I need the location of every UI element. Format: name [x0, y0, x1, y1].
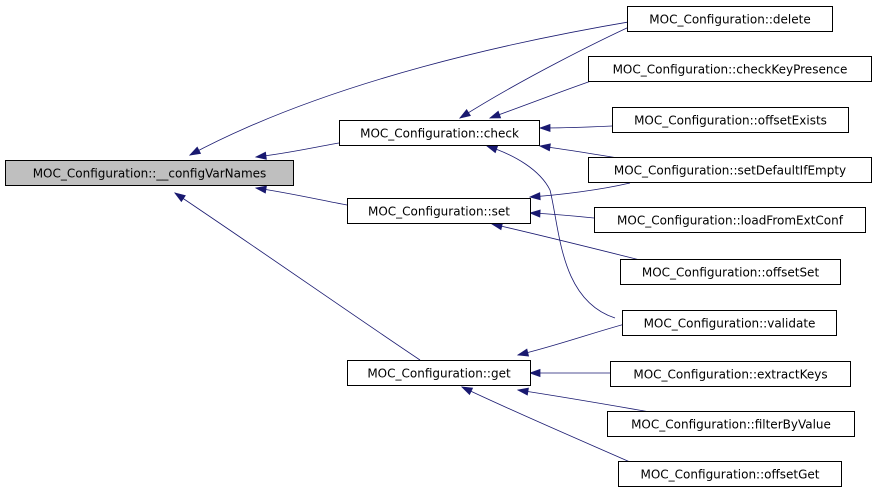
node-label: MOC_Configuration::setDefaultIfEmpty	[614, 164, 846, 178]
node-label: MOC_Configuration::set	[368, 205, 510, 219]
node-extractKeys[interactable]: MOC_Configuration::extractKeys	[610, 361, 851, 387]
node-label: MOC_Configuration::check	[360, 127, 519, 141]
edge-arrowhead	[516, 348, 530, 357]
node-box	[620, 259, 841, 285]
edge-arrowhead	[254, 151, 267, 160]
edge-arrowhead	[173, 192, 186, 203]
node-box	[347, 198, 531, 224]
node-filterByValue[interactable]: MOC_Configuration::filterByValue	[607, 411, 855, 437]
edge-delete-to-root	[188, 19, 641, 156]
edge-line	[459, 21, 641, 119]
node-label: MOC_Configuration::offsetGet	[641, 468, 820, 482]
node-get[interactable]: MOC_Configuration::get	[347, 360, 531, 386]
edge-arrowhead	[528, 368, 541, 378]
node-label: MOC_Configuration::filterByValue	[631, 418, 831, 432]
edge-arrowhead	[488, 110, 502, 119]
node-box	[594, 207, 866, 233]
node-root[interactable]: MOC_Configuration::__configVarNames	[5, 160, 294, 186]
edge-line	[529, 182, 631, 198]
node-box	[627, 6, 833, 32]
node-label: MOC_Configuration::validate	[644, 317, 816, 331]
edge-setDefaultIfEmpty-to-set	[528, 182, 631, 201]
edge-arrowhead	[516, 387, 529, 396]
node-box	[622, 310, 837, 336]
node-label: MOC_Configuration::checkKeyPresence	[613, 63, 848, 77]
node-setDefaultIfEmpty[interactable]: MOC_Configuration::setDefaultIfEmpty	[588, 157, 872, 183]
node-check[interactable]: MOC_Configuration::check	[339, 120, 540, 146]
edge-extractKeys-to-get	[528, 368, 610, 378]
node-label: MOC_Configuration::delete	[649, 13, 810, 27]
edge-arrowhead	[485, 145, 499, 154]
edge-check-to-root	[254, 142, 340, 160]
edge-line	[255, 187, 348, 206]
node-label: MOC_Configuration::loadFromExtConf	[617, 214, 844, 228]
node-delete[interactable]: MOC_Configuration::delete	[627, 6, 833, 32]
edge-line	[174, 192, 421, 361]
node-box	[607, 411, 855, 437]
node-box	[5, 160, 294, 186]
node-box	[618, 461, 842, 487]
node-box	[339, 120, 540, 146]
edge-arrowhead	[538, 123, 551, 133]
edge-line	[517, 319, 641, 356]
node-label: MOC_Configuration::extractKeys	[633, 368, 827, 382]
edge-validate-to-get	[516, 319, 641, 357]
edge-line	[461, 386, 631, 463]
edge-arrowhead	[254, 185, 267, 194]
edge-line	[255, 142, 340, 158]
node-loadFromExtConf[interactable]: MOC_Configuration::loadFromExtConf	[594, 207, 866, 233]
node-label: MOC_Configuration::get	[367, 367, 511, 381]
node-label: MOC_Configuration::offsetSet	[642, 266, 820, 280]
node-checkKeyPresence[interactable]: MOC_Configuration::checkKeyPresence	[588, 56, 872, 82]
node-offsetExists[interactable]: MOC_Configuration::offsetExists	[612, 107, 849, 133]
edge-loadFromExtConf-to-set	[528, 209, 595, 219]
edge-validate-to-check	[485, 145, 616, 319]
node-box	[612, 107, 849, 133]
edge-delete-to-check	[458, 21, 641, 119]
node-validate[interactable]: MOC_Configuration::validate	[622, 310, 837, 336]
edge-arrowhead	[528, 192, 541, 201]
edge-offsetExists-to-check	[538, 123, 613, 133]
edge-arrowhead	[528, 209, 541, 218]
edge-line	[189, 19, 641, 156]
edge-filterByValue-to-get	[516, 387, 651, 413]
node-offsetGet[interactable]: MOC_Configuration::offsetGet	[618, 461, 842, 487]
node-set[interactable]: MOC_Configuration::set	[347, 198, 531, 224]
edge-arrowhead	[460, 386, 474, 396]
edge-set-to-root	[254, 185, 348, 206]
edge-line	[539, 125, 613, 129]
node-label: MOC_Configuration::__configVarNames	[33, 167, 267, 181]
node-label: MOC_Configuration::offsetExists	[634, 114, 827, 128]
edge-arrowhead	[458, 109, 471, 119]
edge-get-to-root	[173, 192, 421, 361]
edges-layer	[173, 19, 651, 463]
node-box	[588, 157, 872, 183]
nodes-layer: MOC_Configuration::__configVarNamesMOC_C…	[5, 6, 872, 487]
edge-arrowhead	[188, 146, 202, 156]
edge-line	[517, 389, 651, 413]
edge-line	[486, 145, 616, 319]
node-box	[610, 361, 851, 387]
node-offsetSet[interactable]: MOC_Configuration::offsetSet	[620, 259, 841, 285]
edge-line	[491, 223, 641, 261]
edge-offsetGet-to-get	[460, 386, 631, 463]
edge-arrowhead	[538, 143, 551, 152]
node-box	[347, 360, 531, 386]
node-box	[588, 56, 872, 82]
